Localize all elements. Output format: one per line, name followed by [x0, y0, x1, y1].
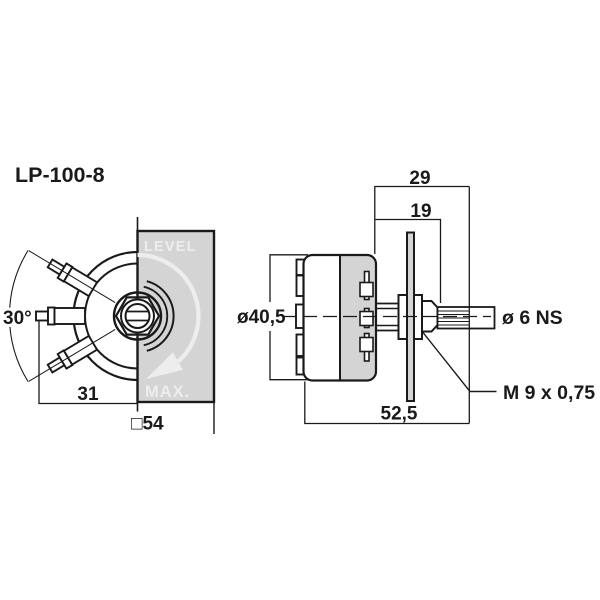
- threaded-bushing: [376, 302, 399, 332]
- rotation-indicator-arc: [137, 252, 201, 363]
- dim-31-lines: [38, 321, 138, 405]
- shaft-end-inner-circle: [124, 303, 151, 329]
- side-view: ø40,5: [237, 168, 595, 425]
- bushing-ring-outer-arc: [146, 280, 175, 352]
- shaft: [436, 306, 496, 330]
- dim-29-lines: [374, 185, 470, 254]
- bushing-collar-circle: [112, 291, 163, 341]
- body-diameter-label: ø40,5: [237, 307, 286, 328]
- dim-40-5-lines-bottom: [269, 331, 308, 381]
- panel-size-label: □54: [131, 414, 164, 435]
- shaft-total-length-label: 29: [409, 168, 430, 189]
- rotation-arrow-icon: [146, 352, 183, 379]
- dim-52-5-lines: [304, 381, 470, 425]
- level-label: LEVEL: [144, 239, 197, 255]
- angle-dimension-label: 30°: [3, 308, 32, 329]
- terminal-lug-top: [28, 328, 116, 382]
- thread-leader-line: [422, 332, 497, 393]
- bushing-ring-inner-arc: [143, 285, 169, 347]
- page-title: LP-100-8: [15, 163, 105, 187]
- shaft-diameter-label: ø 6 NS: [502, 307, 563, 329]
- front-view: LEVEL MAX. 30° 31: [0, 217, 216, 435]
- dim-19-lines: [375, 218, 442, 303]
- terminal-angle-arc: [8, 250, 29, 382]
- depth-dimension-label: 52,5: [381, 404, 418, 425]
- terminal-dimension-label: 31: [77, 384, 99, 405]
- shaft-front-length-label: 19: [410, 201, 431, 222]
- terminal-lug-middle: [35, 306, 86, 326]
- thread-label: M 9 x 0,75: [503, 382, 595, 404]
- terminal-lug-bottom: [28, 250, 116, 304]
- dim-40-5-lines-top: [269, 254, 308, 302]
- max-label: MAX.: [145, 383, 190, 401]
- terminal-centerline: [28, 250, 116, 304]
- terminal-centerline: [28, 328, 116, 382]
- side-terminal-lugs: [359, 270, 374, 362]
